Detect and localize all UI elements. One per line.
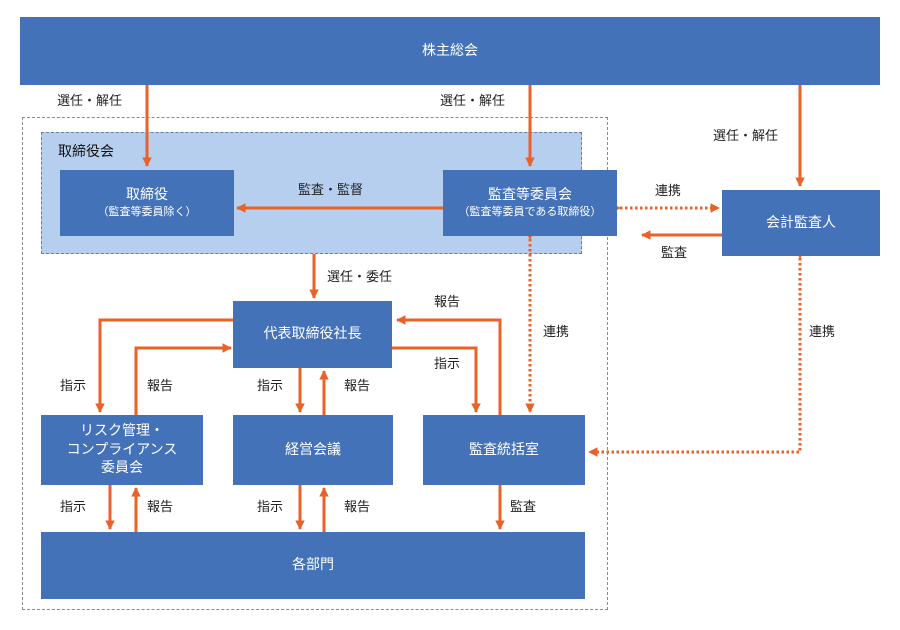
management-meeting-box: 経営会議	[233, 415, 393, 485]
directors-label: 取締役	[126, 187, 168, 204]
label-elect-delegate: 選任・委任	[327, 270, 393, 285]
departments-box: 各部門	[41, 532, 585, 599]
arrow-ceo-instruct-risk	[95, 318, 233, 413]
label-instruct-mgmt-dept: 指示	[257, 500, 284, 515]
risk-committee-line3: 委員会	[101, 460, 143, 477]
risk-committee-box: リスク管理・ コンプライアンス 委員会	[41, 415, 203, 485]
label-report-internal-ceo: 報告	[434, 295, 461, 310]
arrow-internal-audit-report-ceo	[396, 315, 502, 415]
label-audit-by-auditor: 監査	[661, 246, 688, 261]
label-report-mgmt-ceo: 報告	[344, 379, 371, 394]
label-coop-internal-auditor: 連携	[809, 325, 836, 340]
label-elect-directors: 選任・解任	[57, 94, 123, 109]
label-instruct-ceo-internal: 指示	[434, 357, 461, 372]
label-coop-audit-internal: 連携	[543, 325, 570, 340]
label-report-dept-risk: 報告	[147, 500, 174, 515]
label-instruct-risk-dept: 指示	[60, 500, 87, 515]
label-elect-accounting-auditor: 選任・解任	[713, 129, 779, 144]
label-audit-internal-dept: 監査	[510, 500, 537, 515]
label-elect-audit-committee: 選任・解任	[440, 94, 506, 109]
arrow-coop-internal-auditor	[588, 249, 805, 457]
audit-committee-box: 監査等委員会 （監査等委員である取締役）	[443, 170, 617, 236]
audit-committee-label: 監査等委員会	[488, 187, 572, 204]
directors-sublabel: （監査等委員除く）	[97, 205, 197, 219]
board-of-directors-title: 取締役会	[58, 144, 114, 160]
label-coop-audit-auditor: 連携	[655, 184, 682, 199]
label-report-dept-mgmt: 報告	[344, 500, 371, 515]
arrow-risk-report-ceo	[134, 343, 232, 415]
audit-committee-sublabel: （監査等委員である取締役）	[458, 205, 602, 219]
internal-audit-box: 監査統括室	[423, 415, 585, 485]
risk-committee-line2: コンプライアンス	[66, 441, 178, 458]
directors-box: 取締役 （監査等委員除く）	[60, 170, 234, 236]
ceo-box: 代表取締役社長	[233, 301, 392, 368]
arrow-ceo-instruct-internal-audit	[392, 346, 481, 413]
internal-audit-label: 監査統括室	[469, 441, 539, 458]
label-report-risk-ceo: 報告	[147, 379, 174, 394]
accounting-auditor-box: 会計監査人	[722, 190, 880, 256]
shareholders-meeting-box: 株主総会	[20, 17, 880, 85]
label-instruct-ceo-risk: 指示	[60, 379, 87, 394]
departments-label: 各部門	[292, 557, 334, 574]
label-audit-supervise: 監査・監督	[298, 183, 364, 198]
shareholders-meeting-label: 株主総会	[422, 42, 478, 59]
accounting-auditor-label: 会計監査人	[766, 214, 836, 231]
management-meeting-label: 経営会議	[285, 441, 341, 458]
label-instruct-ceo-mgmt: 指示	[257, 379, 284, 394]
ceo-label: 代表取締役社長	[263, 326, 362, 343]
risk-committee-line1: リスク管理・	[80, 422, 164, 439]
